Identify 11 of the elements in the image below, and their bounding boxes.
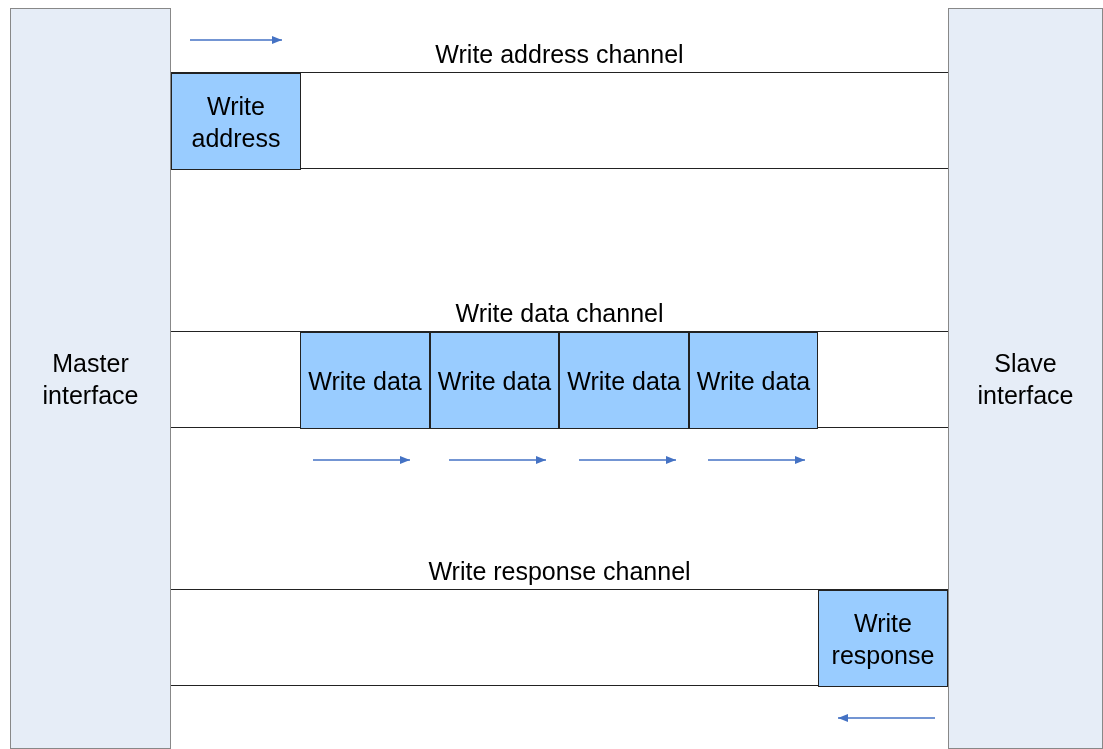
packet-box: Write response xyxy=(818,590,948,687)
channel-title: Write address channel xyxy=(435,39,684,69)
interface-panel: Master interface xyxy=(10,8,171,749)
channel-title: Write response channel xyxy=(428,556,691,586)
packet-box: Write data xyxy=(559,332,689,429)
packet-box: Write address xyxy=(171,73,301,170)
channel-title: Write data channel xyxy=(455,298,664,328)
interface-panel: Slave interface xyxy=(948,8,1103,749)
packet-box: Write data xyxy=(300,332,430,429)
packet-box: Write data xyxy=(430,332,559,429)
packet-box: Write data xyxy=(689,332,818,429)
